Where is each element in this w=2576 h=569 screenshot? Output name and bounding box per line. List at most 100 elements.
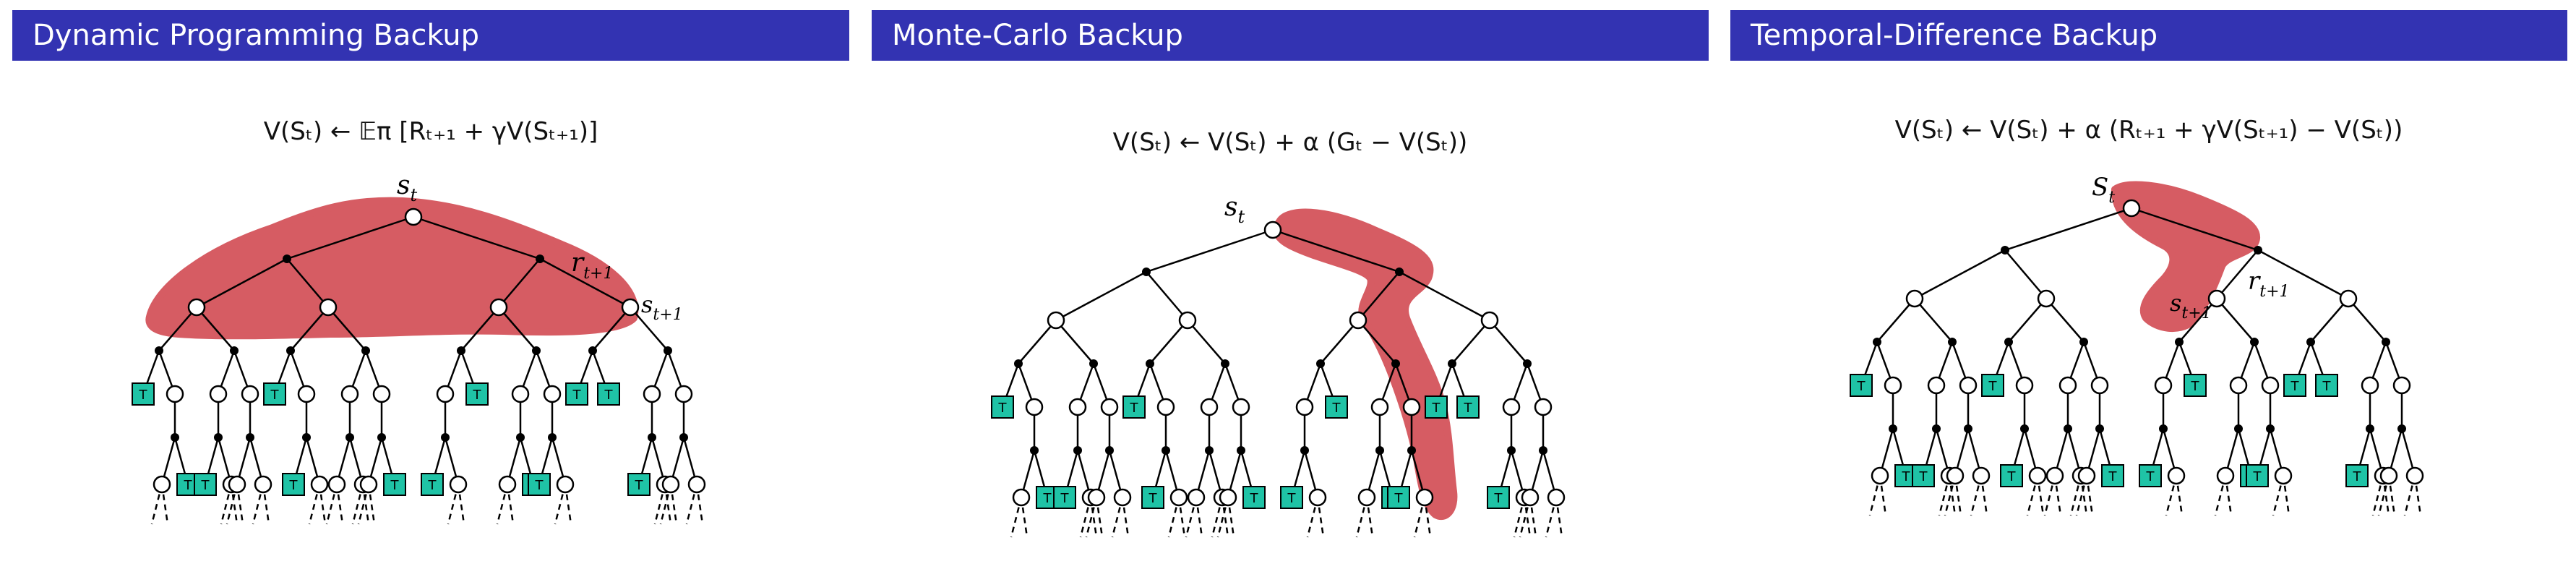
tree-edge bbox=[2178, 298, 2217, 343]
state-node bbox=[1263, 221, 1282, 239]
tree-edge bbox=[1545, 497, 1558, 538]
tree-nodes: TTTTTTTTTTTTT bbox=[132, 208, 706, 496]
svg-text:T: T bbox=[1250, 491, 1259, 506]
action-node bbox=[1300, 446, 1309, 455]
tree-edge bbox=[226, 484, 239, 525]
state-node bbox=[2361, 376, 2379, 395]
action-node bbox=[2382, 338, 2390, 346]
tree-edge bbox=[357, 484, 370, 525]
tree-edge bbox=[1914, 298, 1953, 343]
svg-text:T: T bbox=[2253, 469, 2262, 484]
action-node bbox=[1237, 446, 1245, 455]
action-node bbox=[1073, 446, 1082, 455]
action-node bbox=[1507, 446, 1516, 455]
state-node bbox=[2045, 466, 2064, 485]
action-node bbox=[214, 433, 223, 442]
tree-edge bbox=[1357, 271, 1400, 321]
svg-text:T: T bbox=[473, 388, 482, 403]
svg-text:T: T bbox=[2146, 469, 2155, 484]
tree-edge bbox=[1948, 475, 1957, 516]
state-node bbox=[643, 385, 661, 403]
backup-tree-mc: TTTTTTTTTTTTT st bbox=[991, 192, 1566, 538]
svg-text:T: T bbox=[1394, 491, 1404, 506]
tree-edge bbox=[1085, 497, 1098, 538]
terminal-node: T bbox=[1387, 486, 1410, 509]
tree-lines bbox=[1001, 228, 1563, 538]
backup-highlight bbox=[1273, 208, 1458, 520]
action-node bbox=[2397, 424, 2406, 433]
state-node bbox=[556, 475, 575, 494]
tree-edge bbox=[447, 484, 460, 525]
tree-edge bbox=[1146, 271, 1188, 321]
backup-tree-td: TTTTTTTTTTTTT St rt+1 st+1 bbox=[1850, 173, 2424, 516]
terminal-node: T bbox=[2246, 464, 2269, 487]
tree-edge bbox=[2216, 298, 2255, 343]
terminal-node: T bbox=[1122, 395, 1146, 419]
action-node bbox=[1146, 359, 1154, 368]
state-node bbox=[2058, 376, 2077, 395]
tree-edge bbox=[1211, 497, 1224, 538]
state-node bbox=[1169, 488, 1188, 507]
tree-edge bbox=[2282, 475, 2291, 516]
tree-edge bbox=[1149, 320, 1188, 364]
tree-edge bbox=[2413, 475, 2422, 516]
svg-text:T: T bbox=[1464, 401, 1473, 416]
state-node bbox=[2216, 466, 2235, 485]
tree-edge bbox=[2216, 249, 2259, 299]
tree-edge bbox=[367, 484, 376, 525]
panel-dp: Dynamic Programming Backup V(Sₜ) ← 𝔼π [R… bbox=[12, 0, 849, 569]
tree-edge bbox=[1221, 497, 1229, 538]
terminal-node: T bbox=[1280, 486, 1303, 509]
svg-text:T: T bbox=[1988, 379, 1998, 394]
svg-text:T: T bbox=[572, 388, 582, 403]
tree-edge bbox=[592, 307, 631, 351]
state-node bbox=[1357, 488, 1376, 507]
state-node bbox=[319, 298, 338, 317]
state-label-st: St bbox=[2092, 173, 2115, 207]
svg-text:T: T bbox=[1494, 491, 1503, 506]
tree-edge bbox=[2387, 475, 2396, 516]
state-node bbox=[209, 385, 228, 403]
update-formula: V(Sₜ) ← V(Sₜ) + α (Rₜ₊₁ + γV(Sₜ₊₁) − V(S… bbox=[1894, 116, 2403, 145]
state-node bbox=[1295, 398, 1314, 416]
state-node bbox=[404, 208, 423, 226]
terminal-node: T bbox=[627, 473, 651, 496]
terminal-node: T bbox=[2283, 374, 2306, 397]
terminal-node: T bbox=[565, 382, 588, 406]
tree-edge bbox=[1089, 497, 1098, 538]
panel-td: Temporal-Difference Backup V(Sₜ) ← V(Sₜ)… bbox=[1730, 0, 2567, 569]
panel-mc: Monte-Carlo Backup V(Sₜ) ← V(Sₜ) + α (Gₜ… bbox=[872, 0, 1709, 569]
tree-edge bbox=[335, 484, 344, 525]
tree-edge bbox=[1020, 497, 1029, 538]
tree-edge bbox=[2257, 249, 2349, 300]
state-label-next: st+1 bbox=[641, 291, 683, 324]
update-formula: V(Sₜ) ← 𝔼π [Rₜ₊₁ + γV(Sₜ₊₁)] bbox=[263, 117, 598, 146]
state-node bbox=[327, 475, 346, 494]
state-node bbox=[1946, 466, 1965, 485]
tree-edge bbox=[220, 484, 233, 525]
action-node bbox=[588, 346, 597, 355]
action-node bbox=[1221, 359, 1229, 368]
action-node bbox=[171, 433, 179, 442]
tree-edge bbox=[413, 215, 541, 260]
state-node bbox=[1972, 466, 1991, 485]
action-node bbox=[1448, 359, 1456, 368]
tree-edge bbox=[1555, 497, 1563, 538]
state-node bbox=[2077, 466, 2096, 485]
tree-edge bbox=[1879, 475, 1887, 516]
terminal-node: T bbox=[132, 382, 155, 406]
update-formula: V(Sₜ) ← V(Sₜ) + α (Gₜ − V(Sₜ)) bbox=[1112, 128, 1468, 157]
tree-edge bbox=[1055, 320, 1094, 364]
tree-edge bbox=[1914, 249, 2006, 300]
state-node bbox=[2392, 376, 2411, 395]
terminal-node: T bbox=[1141, 486, 1164, 509]
tree-edge bbox=[158, 307, 197, 351]
svg-text:T: T bbox=[1287, 491, 1297, 506]
action-node bbox=[2001, 246, 2009, 254]
state-node bbox=[1187, 488, 1206, 507]
action-node bbox=[2079, 338, 2088, 346]
action-node bbox=[2366, 424, 2374, 433]
tree-edge bbox=[1355, 497, 1368, 538]
state-node bbox=[1087, 488, 1106, 507]
tree-edge bbox=[685, 484, 698, 525]
